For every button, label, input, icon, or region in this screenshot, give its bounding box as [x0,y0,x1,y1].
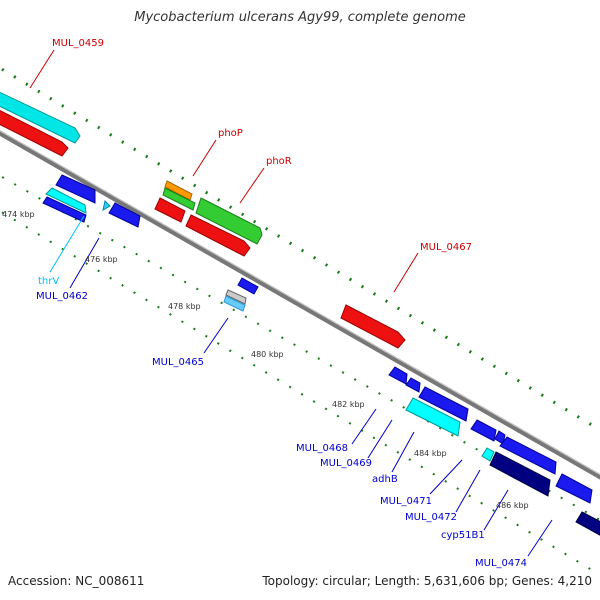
gene-MUL_0459-rna[interactable] [0,90,81,144]
gene-thrV-small[interactable] [102,200,111,211]
label-phoP[interactable]: phoP [218,128,243,139]
label-MUL_0474[interactable]: MUL_0474 [475,558,527,569]
inner-guide-track [0,174,600,521]
gene-MUL_0469[interactable] [418,386,469,422]
leader-phoR [239,167,265,204]
gene-MUL_0463[interactable] [108,202,141,228]
tick-474kbp: 474 kbp [2,210,35,219]
label-MUL_0468[interactable]: MUL_0468 [296,443,348,454]
gene-MUL_0471[interactable] [470,419,497,442]
tick-480kbp: 480 kbp [251,350,284,359]
tick-484kbp: 484 kbp [414,449,447,458]
gene-MUL_0474[interactable] [575,511,600,538]
gene-MUL_0459[interactable] [0,108,69,157]
label-MUL_0462[interactable]: MUL_0462 [36,291,88,302]
gene-MUL_0467[interactable] [340,304,406,349]
scale-ticks: 474 kbp 476 kbp 478 kbp 480 kbp 482 kbp … [2,210,529,510]
leader-phoP [192,139,217,177]
gene-phoR[interactable] [195,197,263,245]
genome-backbone [0,131,600,480]
leader-MUL_0459 [29,49,55,89]
leader-MUL_0472 [455,469,481,513]
tick-476kbp: 476 kbp [85,255,118,264]
forward-strand-genes [0,90,406,349]
label-phoR[interactable]: phoR [266,156,292,167]
label-thrV[interactable]: thrV [38,276,59,287]
gene-MUL_0465-b[interactable] [223,295,246,312]
label-MUL_0467[interactable]: MUL_0467 [420,242,472,253]
gene-adhB[interactable] [405,397,461,437]
leader-adhB [391,431,415,473]
outer-guide-track [0,66,600,432]
leader-MUL_0467 [393,252,419,293]
tick-482kbp: 482 kbp [332,400,365,409]
label-MUL_0472[interactable]: MUL_0472 [405,512,457,523]
gene-labels: MUL_0459 phoP phoR MUL_0467 thrV MUL_046… [36,38,527,569]
label-MUL_0465[interactable]: MUL_0465 [152,357,204,368]
genome-backbone-highlight [0,130,600,475]
leader-MUL_0465 [203,317,229,354]
leader-MUL_0462 [69,237,100,289]
label-MUL_0471[interactable]: MUL_0471 [380,496,432,507]
leader-MUL_0469 [367,419,393,459]
label-adhB[interactable]: adhB [372,474,398,485]
gene-thrV[interactable] [45,187,87,214]
label-MUL_0469[interactable]: MUL_0469 [320,458,372,469]
tick-486kbp: 486 kbp [496,501,529,510]
reverse-strand-genes [42,174,600,538]
leader-MUL_0474 [527,519,553,557]
leader-MUL_0471 [429,459,463,495]
leader-cyp51B1 [483,489,509,531]
accession-label: Accession: NC_008611 [8,574,145,588]
gene-MUL_0468-b[interactable] [405,377,421,393]
gene-phoP[interactable] [162,187,196,211]
label-cyp51B1[interactable]: cyp51B1 [441,530,485,541]
gene-MUL_0465-a[interactable] [225,289,247,305]
gene-phoP-region[interactable] [154,197,186,223]
map-title: Mycobacterium ulcerans Agy99, complete g… [134,10,466,25]
tick-478kbp: 478 kbp [168,302,201,311]
gene-phoR-region[interactable] [185,214,251,257]
gene-cyp51B1[interactable] [489,451,551,497]
gene-MUL_0464[interactable] [237,277,259,295]
gene-MUL_0468-a[interactable] [388,366,408,385]
gene-MUL_0461[interactable] [55,174,96,204]
gene-MUL_0474-a[interactable] [555,473,593,504]
gene-MUL_0462[interactable] [42,196,87,223]
gene-MUL_0472[interactable] [499,436,557,475]
label-MUL_0459[interactable]: MUL_0459 [52,38,104,49]
label-leaders [29,49,553,557]
gene-cyp51B1-a[interactable] [481,447,495,462]
topology-label: Topology: circular; Length: 5,631,606 bp… [262,574,592,588]
leader-thrV [49,215,85,273]
leader-MUL_0468 [351,408,377,445]
